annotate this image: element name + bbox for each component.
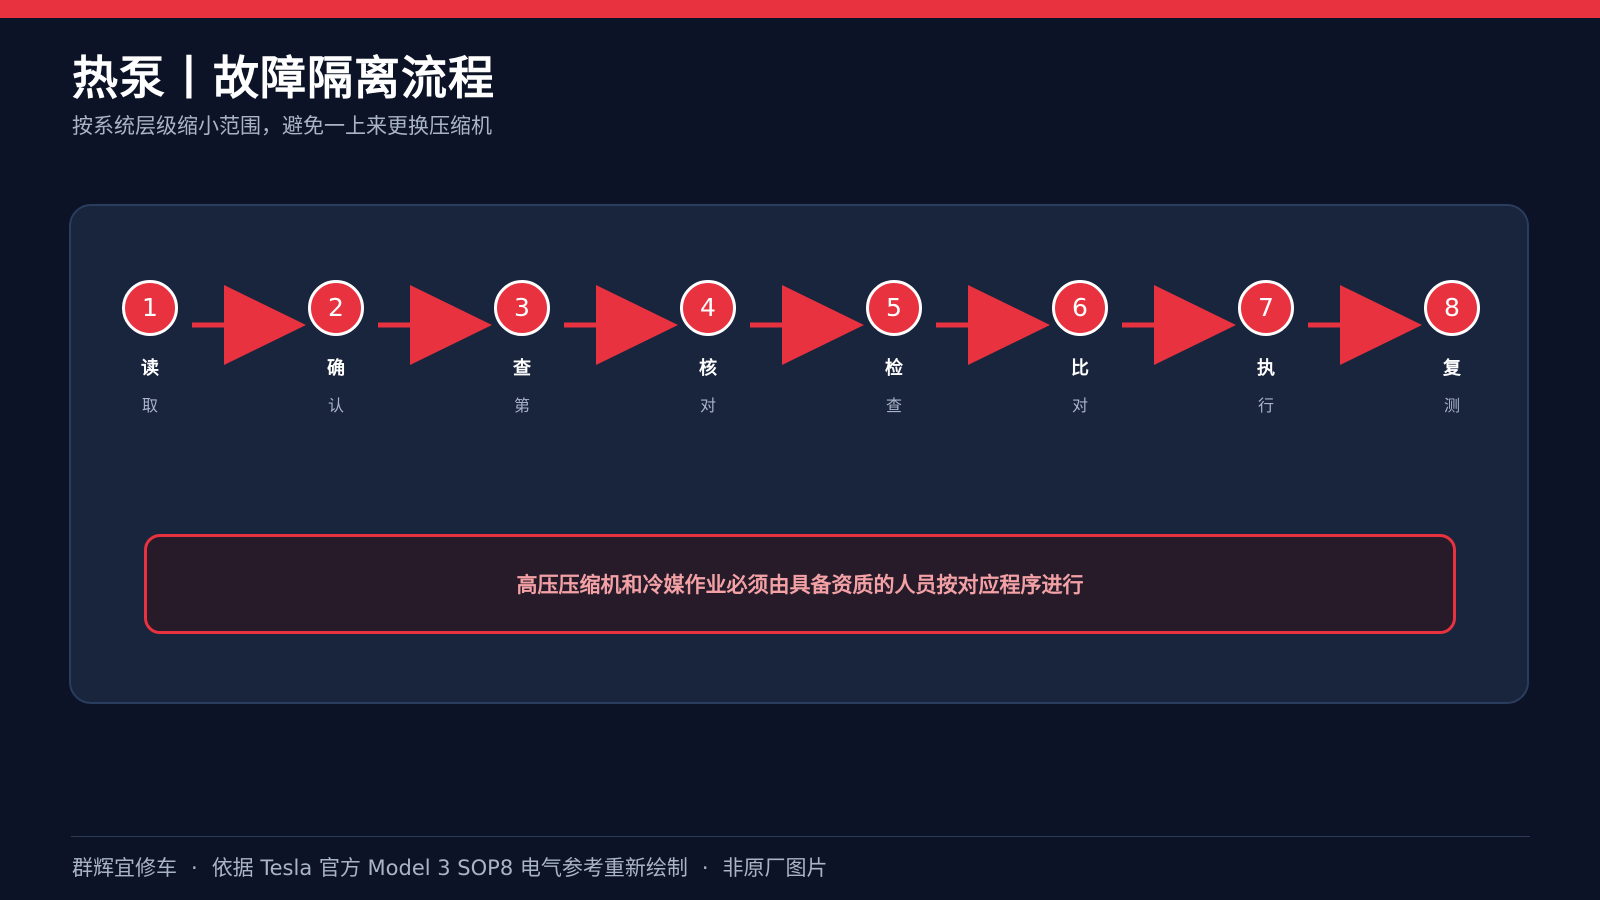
step-subtitle: 取 bbox=[141, 396, 158, 415]
page-subtitle: 按系统层级缩小范围，避免一上来更换压缩机 bbox=[72, 114, 492, 138]
step-subtitle: 对 bbox=[699, 396, 716, 415]
warning-text: 高压压缩机和冷媒作业必须由具备资质的人员按对应程序进行 bbox=[516, 573, 1084, 597]
step-subtitle: 查 bbox=[885, 396, 902, 415]
footer-source: 依据 Tesla 官方 Model 3 SOP8 电气参考重新绘制 bbox=[211, 856, 688, 880]
step-subtitle: 对 bbox=[1071, 396, 1088, 415]
flow-step: 5 检查 bbox=[834, 280, 954, 416]
footer-separator: · bbox=[191, 856, 198, 880]
step-number-badge: 2 bbox=[308, 280, 364, 336]
step-title: 执 bbox=[1257, 358, 1275, 379]
flow-step: 3 查第 bbox=[462, 280, 582, 416]
footer: 群辉宜修车 · 依据 Tesla 官方 Model 3 SOP8 电气参考重新绘制 ·… bbox=[72, 852, 828, 882]
step-title: 比 bbox=[1071, 358, 1089, 379]
step-title: 复 bbox=[1443, 358, 1461, 379]
footer-note: 非原厂图片 bbox=[722, 856, 828, 880]
step-title: 查 bbox=[513, 358, 531, 379]
flow-step: 6 比对 bbox=[1020, 280, 1140, 416]
footer-brand: 群辉宜修车 bbox=[72, 856, 177, 880]
step-subtitle: 测 bbox=[1443, 396, 1460, 415]
step-title: 核 bbox=[699, 358, 717, 379]
step-subtitle: 第 bbox=[513, 396, 530, 415]
flow-step: 4 核对 bbox=[648, 280, 768, 416]
step-subtitle: 认 bbox=[327, 396, 344, 415]
step-number-badge: 7 bbox=[1238, 280, 1294, 336]
footer-separator: · bbox=[701, 856, 709, 880]
top-accent-bar bbox=[0, 0, 1600, 18]
step-number-badge: 4 bbox=[680, 280, 736, 336]
step-number-badge: 5 bbox=[866, 280, 922, 336]
flow-step: 8 复测 bbox=[1392, 280, 1512, 416]
flow-step: 1 读取 bbox=[90, 280, 210, 416]
warning-box: 高压压缩机和冷媒作业必须由具备资质的人员按对应程序进行 bbox=[144, 534, 1456, 634]
step-title: 读 bbox=[141, 358, 159, 379]
flow-step: 2 确认 bbox=[276, 280, 396, 416]
step-number-badge: 6 bbox=[1052, 280, 1108, 336]
step-title: 检 bbox=[885, 358, 903, 379]
footer-divider bbox=[71, 836, 1530, 837]
flow-step: 7 执行 bbox=[1206, 280, 1326, 416]
step-number-badge: 8 bbox=[1424, 280, 1480, 336]
step-number-badge: 3 bbox=[494, 280, 550, 336]
step-title: 确 bbox=[327, 358, 345, 379]
page-title: 热泵丨故障隔离流程 bbox=[72, 51, 495, 105]
step-number-badge: 1 bbox=[122, 280, 178, 336]
step-subtitle: 行 bbox=[1257, 396, 1274, 415]
